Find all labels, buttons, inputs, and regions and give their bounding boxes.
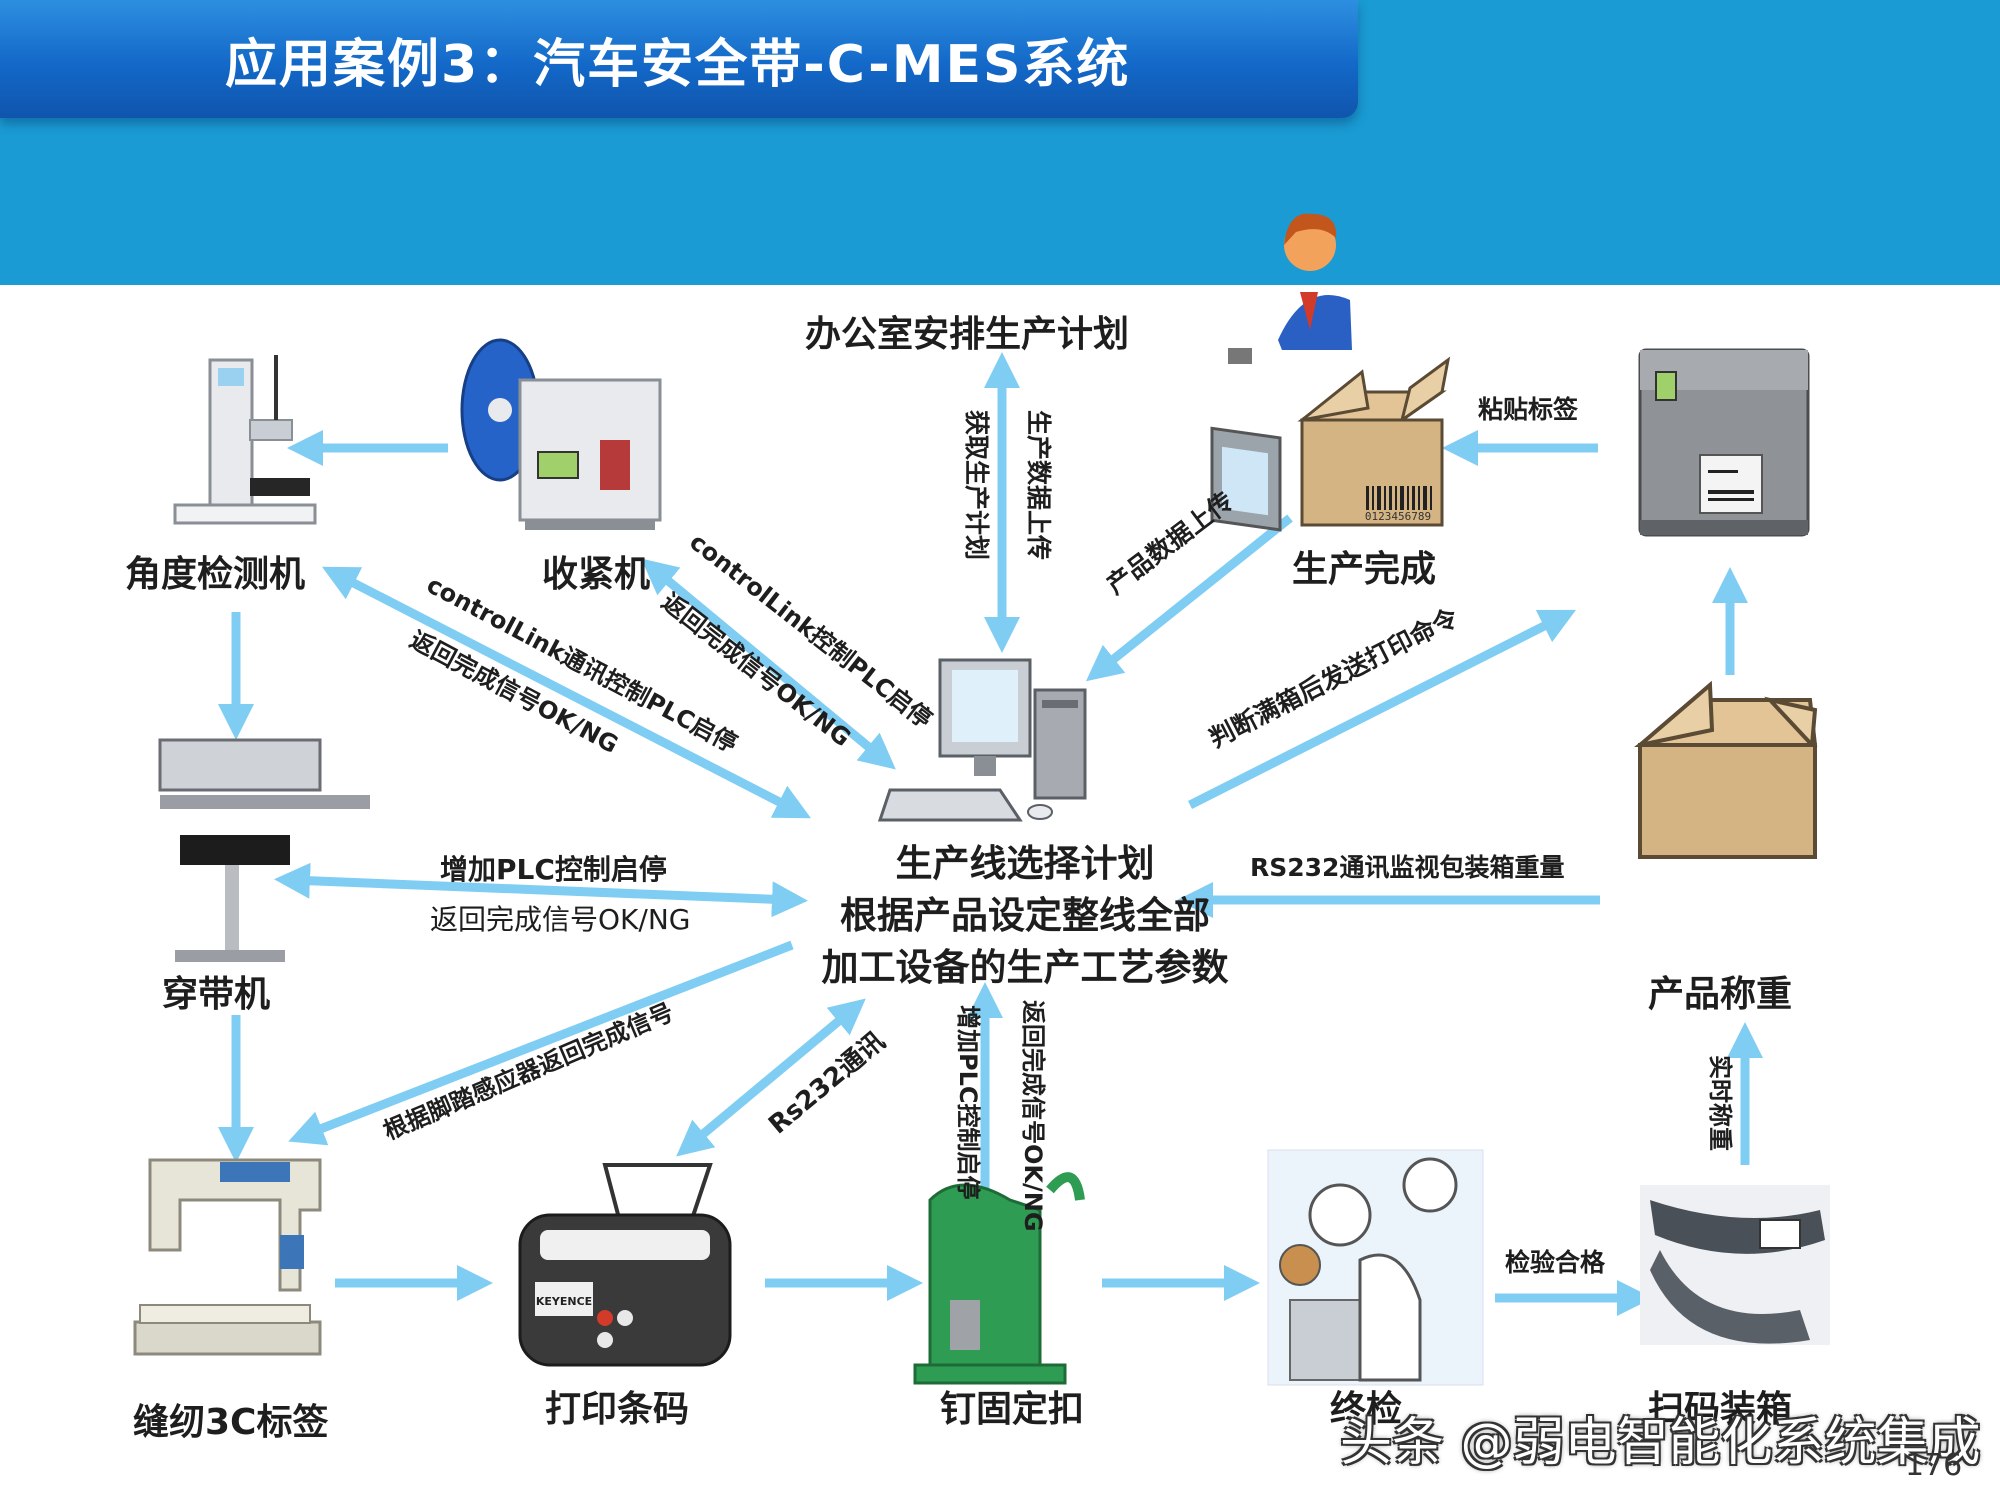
watermark: 头条 @弱电智能化系统集成 — [1340, 1413, 1981, 1473]
label-pass-inspection: 检验合格 — [1505, 1248, 1606, 1277]
label-rs232: Rs232通讯 — [763, 1026, 891, 1140]
weighing-box-icon — [1634, 680, 1818, 859]
node-angle-tester: 角度检测机 — [125, 554, 306, 595]
arrow-center-print — [676, 998, 866, 1157]
arrow-finished-center — [1085, 514, 1293, 682]
arrow-center-printer — [1187, 609, 1577, 810]
node-office: 办公室安排生产计划 — [805, 314, 1130, 355]
page-number: 176 — [1905, 1448, 1963, 1483]
label-get-plan: 获取生产计划 — [962, 410, 991, 560]
workstation-computer-icon — [877, 658, 1087, 822]
slide-title: 应用案例3：汽车安全带-C-MES系统 — [225, 35, 1131, 95]
center-line-1: 生产线选择计划 — [895, 842, 1155, 885]
label-upload-data: 生产数据上传 — [1024, 410, 1053, 560]
center-line-2: 根据产品设定整线全部 — [840, 894, 1210, 937]
rivet-press-icon — [913, 1172, 1085, 1385]
node-threading: 穿带机 — [162, 974, 271, 1015]
center-process-text: 生产线选择计划 根据产品设定整线全部 加工设备的生产工艺参数 — [780, 838, 1270, 994]
label-foot-sensor: 根据脚踏感应器返回完成信号 — [379, 998, 677, 1146]
label-realtime-weigh: 实时称重 — [1706, 1055, 1734, 1151]
node-rivet: 钉固定扣 — [940, 1389, 1085, 1430]
arrow-center-threading — [274, 862, 808, 918]
label-rs232-weight: RS232通讯监视包装箱重量 — [1250, 853, 1565, 882]
final-inspection-icon — [1267, 1149, 1484, 1386]
node-sewing: 缝纫3C标签 — [133, 1402, 329, 1443]
label-return-ok-ng-2: 返回完成信号OK/NG — [405, 626, 623, 759]
label-printer-icon — [1638, 348, 1810, 537]
label-add-plc-2: 增加PLC控制启停 — [954, 1005, 982, 1200]
carton-barcode-digits: 0123456789 — [1365, 510, 1431, 523]
arrow-center-sewing — [288, 940, 794, 1146]
office-worker-icon — [1210, 213, 1352, 532]
node-finished: 生产完成 — [1292, 549, 1437, 590]
arrow-center-angle — [321, 566, 812, 819]
label-add-plc: 增加PLC控制启停 — [440, 853, 667, 886]
sewing-machine-icon — [133, 1158, 322, 1356]
threading-machine-icon — [158, 738, 370, 962]
carton-barcode-icon: 0123456789 — [1297, 356, 1451, 527]
label-product-data-up: 产品数据上传 — [1101, 486, 1238, 599]
flow-arrows — [218, 352, 1763, 1316]
node-final-inspection: 终检 — [1330, 1389, 1403, 1430]
node-weigh: 产品称重 — [1648, 974, 1793, 1015]
label-stick-label: 粘贴标签 — [1478, 395, 1579, 424]
center-line-3: 加工设备的生产工艺参数 — [821, 946, 1229, 989]
title-bar — [0, 0, 1358, 118]
label-return-ok-ng-4: 返回完成信号OK/NG — [1019, 1000, 1047, 1232]
angle-tester-icon — [173, 355, 317, 525]
tightener-machine-icon — [460, 338, 662, 530]
node-scan-pack: 扫码装箱 — [1648, 1389, 1793, 1430]
node-print-barcode: 打印条码 — [545, 1389, 690, 1430]
printer-brand-label: KEYENCE — [536, 1295, 592, 1308]
seatbelt-icon — [1640, 1185, 1830, 1345]
edge-labels: 获取生产计划 生产数据上传 产品数据上传 controlLink控制PLC启停 … — [379, 410, 1734, 1232]
node-tightener: 收紧机 — [542, 554, 651, 595]
label-return-ok-ng-3: 返回完成信号OK/NG — [430, 903, 691, 936]
barcode-printer-icon: KEYENCE — [518, 1163, 732, 1367]
